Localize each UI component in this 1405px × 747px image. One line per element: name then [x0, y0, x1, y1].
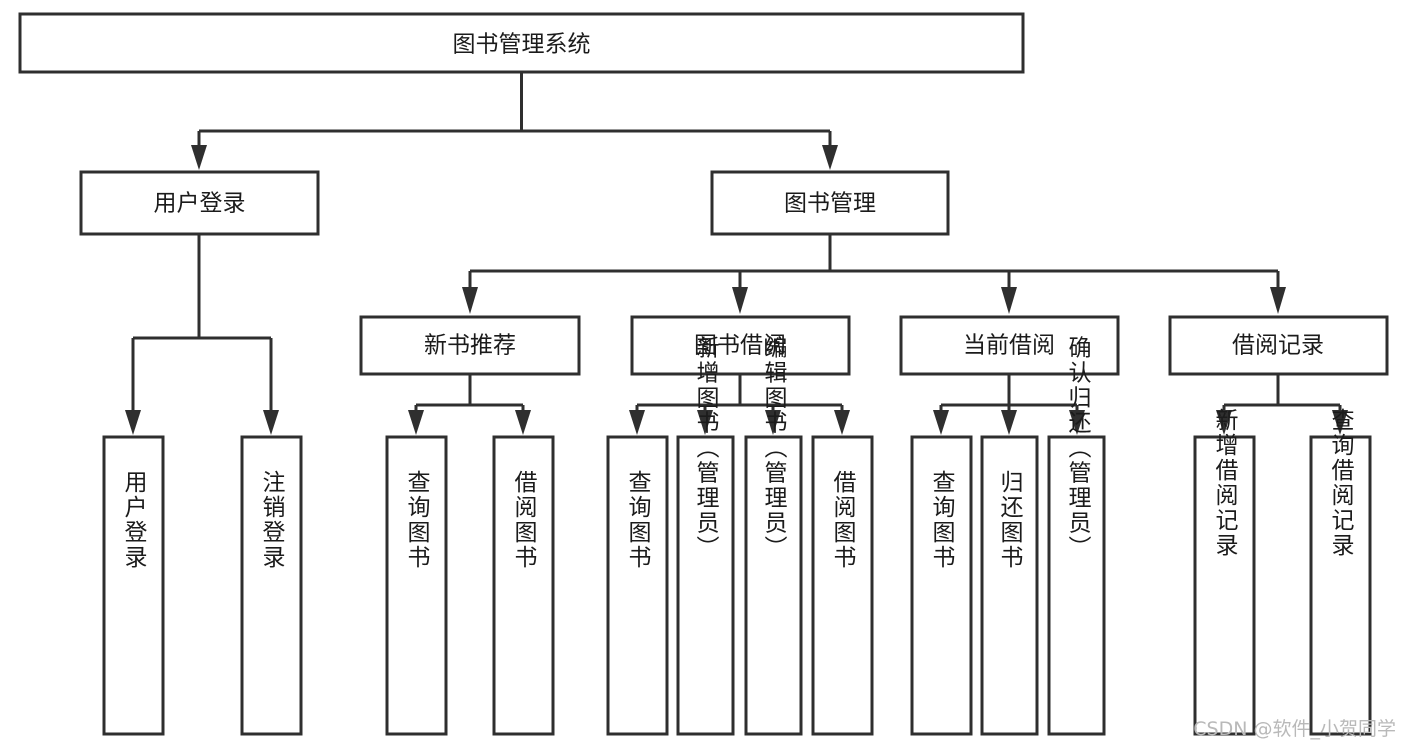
leaf-borrow-3[interactable]: 借阅图书: [811, 435, 874, 736]
leaf-records-0-box[interactable]: [1193, 435, 1256, 736]
node-current-borrow-box[interactable]: [899, 315, 1120, 376]
node-user-login[interactable]: 用户登录: [79, 170, 320, 236]
arrow-book-manage-to-records: [1270, 287, 1286, 314]
arrow-new-book-to-leaf-0: [408, 410, 424, 435]
leaf-current-1-box[interactable]: [980, 435, 1039, 736]
leaf-user-login-1-box[interactable]: [240, 435, 303, 736]
arrow-user-login-to-leaf-0: [125, 410, 141, 435]
leaf-new-book-0[interactable]: 查询图书: [385, 435, 448, 736]
arrow-book-manage-to-borrow: [732, 287, 748, 314]
node-root[interactable]: 图书管理系统: [18, 12, 1025, 74]
leaf-user-login-0[interactable]: 用户登录: [102, 435, 165, 736]
node-book-borrow-box[interactable]: [630, 315, 851, 376]
arrow-current-to-leaf-0: [933, 410, 949, 435]
node-current-borrow-label: 当前借阅: [963, 333, 1055, 359]
leaf-records-1-label: 查询借阅记录: [1327, 408, 1355, 558]
leaf-new-book-1[interactable]: 借阅图书: [492, 435, 555, 736]
arrow-new-book-to-leaf-1: [515, 410, 531, 435]
arrow-borrow-to-leaf-3: [834, 410, 850, 435]
arrow-borrow-to-leaf-1: [697, 410, 713, 435]
leaf-new-book-1-label: 借阅图书: [510, 470, 538, 570]
leaf-user-login-1[interactable]: 注销登录: [240, 435, 303, 736]
leaf-records-1[interactable]: 查询借阅记录: [1309, 408, 1372, 736]
arrow-book-manage-to-current: [1001, 287, 1017, 314]
arrow-records-to-leaf-0: [1216, 410, 1232, 435]
leaf-current-1-label: 归还图书: [996, 470, 1024, 570]
node-user-login-label: 用户登录: [154, 191, 246, 217]
leaf-borrow-1-label: 新增图书（管理员）: [692, 336, 720, 561]
leaf-borrow-1[interactable]: 新增图书（管理员）: [676, 336, 735, 736]
leaf-current-2-label: 确认归还（管理员）: [1064, 336, 1092, 561]
node-new-book-recommend-box[interactable]: [359, 315, 581, 376]
node-book-manage[interactable]: 图书管理: [710, 170, 950, 236]
arrow-book-manage-to-new-book: [462, 287, 478, 314]
leaf-current-0-label: 查询图书: [928, 470, 956, 570]
arrow-root-to-book-manage: [822, 145, 838, 170]
leaf-records-0-label: 新增借阅记录: [1211, 408, 1239, 558]
csdn-watermark: CSDN @软件_小贺同学: [1193, 718, 1396, 740]
leaf-borrow-0-box[interactable]: [606, 435, 669, 736]
node-new-book-recommend[interactable]: 新书推荐: [359, 315, 581, 376]
node-borrow-records[interactable]: 借阅记录: [1168, 315, 1389, 376]
leaf-borrow-3-label: 借阅图书: [829, 470, 857, 570]
leaf-new-book-1-box[interactable]: [492, 435, 555, 736]
edge-layer: [125, 72, 1348, 435]
arrow-current-to-leaf-1: [1001, 410, 1017, 435]
node-borrow-records-box[interactable]: [1168, 315, 1389, 376]
arrow-current-to-leaf-2: [1069, 410, 1085, 435]
node-book-borrow-label: 图书借阅: [694, 333, 786, 359]
node-new-book-recommend-label: 新书推荐: [424, 333, 516, 359]
leaf-borrow-2[interactable]: 编辑图书（管理员）: [744, 336, 803, 736]
leaf-new-book-0-box[interactable]: [385, 435, 448, 736]
node-book-manage-box[interactable]: [710, 170, 950, 236]
node-current-borrow[interactable]: 当前借阅: [899, 315, 1120, 376]
node-user-login-box[interactable]: [79, 170, 320, 236]
leaf-borrow-2-box[interactable]: [744, 435, 803, 736]
arrow-borrow-to-leaf-0: [629, 410, 645, 435]
leaf-records-0[interactable]: 新增借阅记录: [1193, 408, 1256, 736]
leaf-current-0-box[interactable]: [910, 435, 973, 736]
arrow-borrow-to-leaf-2: [765, 410, 781, 435]
node-root-label: 图书管理系统: [453, 32, 591, 58]
node-root-box[interactable]: [18, 12, 1025, 74]
leaf-new-book-0-label: 查询图书: [403, 470, 431, 570]
leaf-records-1-box[interactable]: [1309, 435, 1372, 736]
leaf-user-login-0-label: 用户登录: [120, 470, 148, 570]
leaf-current-0[interactable]: 查询图书: [910, 435, 973, 736]
arrow-records-to-leaf-1: [1332, 410, 1348, 435]
leaf-borrow-3-box[interactable]: [811, 435, 874, 736]
leaf-borrow-0[interactable]: 查询图书: [606, 435, 669, 736]
leaf-current-2-box[interactable]: [1047, 435, 1106, 736]
node-borrow-records-label: 借阅记录: [1232, 333, 1324, 359]
leaf-borrow-0-label: 查询图书: [624, 470, 652, 570]
leaf-borrow-1-box[interactable]: [676, 435, 735, 736]
node-book-borrow[interactable]: 图书借阅: [630, 315, 851, 376]
arrow-user-login-to-leaf-1: [263, 410, 279, 435]
leaf-current-2[interactable]: 确认归还（管理员）: [1047, 336, 1106, 736]
arrow-root-to-user-login: [191, 145, 207, 170]
leaf-current-1[interactable]: 归还图书: [980, 435, 1039, 736]
node-book-manage-label: 图书管理: [784, 191, 876, 217]
leaf-borrow-2-label: 编辑图书（管理员）: [760, 336, 788, 561]
leaf-user-login-1-label: 注销登录: [258, 470, 286, 570]
leaf-user-login-0-box[interactable]: [102, 435, 165, 736]
